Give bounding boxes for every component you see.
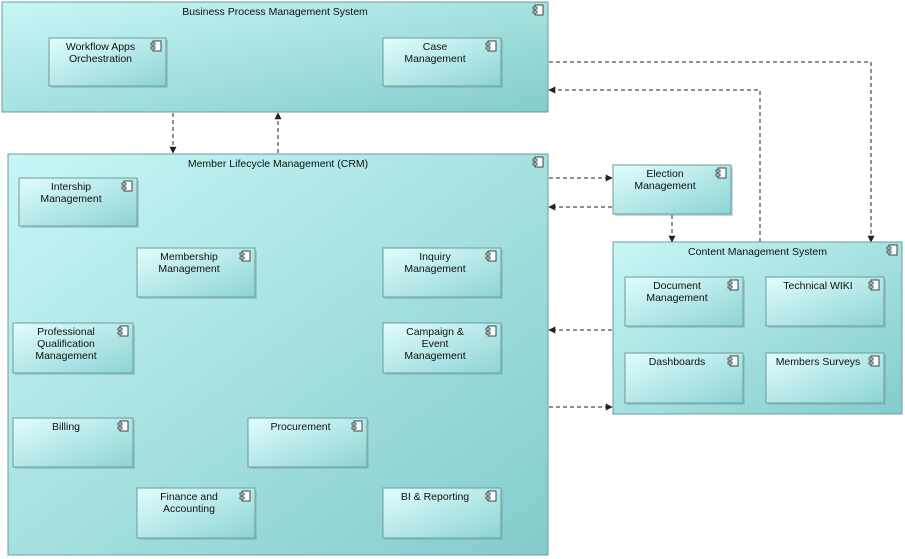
component-label-inquiry: Inquiry [419,251,451,263]
component-dashboards[interactable]: Dashboards [624,352,745,405]
component-label-election: Management [634,180,695,192]
component-label-inquiry: Management [404,263,465,275]
component-label-case: Management [404,53,465,65]
component-icon [485,40,497,52]
component-wiki[interactable]: Technical WIKI [765,276,886,328]
component-icon [532,4,544,16]
component-icon [117,325,129,337]
component-label-membership: Membership [160,251,218,263]
component-icon [351,420,363,432]
component-label-dashboards: Dashboards [649,356,706,368]
component-icon [868,355,880,367]
component-label-procurement: Procurement [270,421,330,433]
component-icon [117,420,129,432]
component-label-professional: Qualification [37,338,95,350]
component-label-campaign: Event [422,338,449,350]
component-icon [532,156,544,168]
component-label-document: Document [653,280,701,292]
component-icon [727,279,739,291]
container-title-cms: Content Management System [688,246,827,258]
component-surveys[interactable]: Members Surveys [765,352,886,405]
component-icon [485,490,497,502]
component-label-case: Case [423,41,448,53]
connector-cms-to-case [548,86,761,242]
component-billing[interactable]: Billing [12,417,135,469]
component-label-workflow: Workflow Apps [66,41,135,53]
component-label-wiki: Technical WIKI [783,280,852,292]
component-label-intership: Intership [51,181,91,193]
component-label-billing: Billing [52,421,80,433]
component-label-finance: Finance and [160,491,218,503]
component-icon [715,167,727,179]
component-label-election: Election [646,168,684,180]
connector-case-to-cms [549,61,875,243]
component-icon [868,279,880,291]
component-icon [485,325,497,337]
component-icon [150,40,162,52]
component-bi[interactable]: BI & Reporting [382,487,503,540]
component-label-professional: Management [35,350,96,362]
component-label-campaign: Management [404,350,465,362]
component-label-intership: Management [40,193,101,205]
container-title-bpms: Business Process Management System [182,6,368,18]
component-label-surveys: Members Surveys [776,356,861,368]
component-label-professional: Professional [37,326,95,338]
component-icon [485,250,497,262]
container-title-crm: Member Lifecycle Management (CRM) [188,158,368,170]
component-procurement[interactable]: Procurement [247,417,369,469]
component-label-bi: BI & Reporting [401,491,469,503]
component-icon [121,180,133,192]
component-icon [239,490,251,502]
component-icon [886,244,898,256]
component-label-campaign: Campaign & [406,326,464,338]
component-label-finance: Accounting [163,503,215,515]
component-icon [727,355,739,367]
component-label-workflow: Orchestration [69,53,132,65]
component-label-document: Management [646,292,707,304]
component-icon [239,250,251,262]
component-label-membership: Management [158,263,219,275]
components: Workflow AppsOrchestrationCaseManagement… [12,37,886,540]
